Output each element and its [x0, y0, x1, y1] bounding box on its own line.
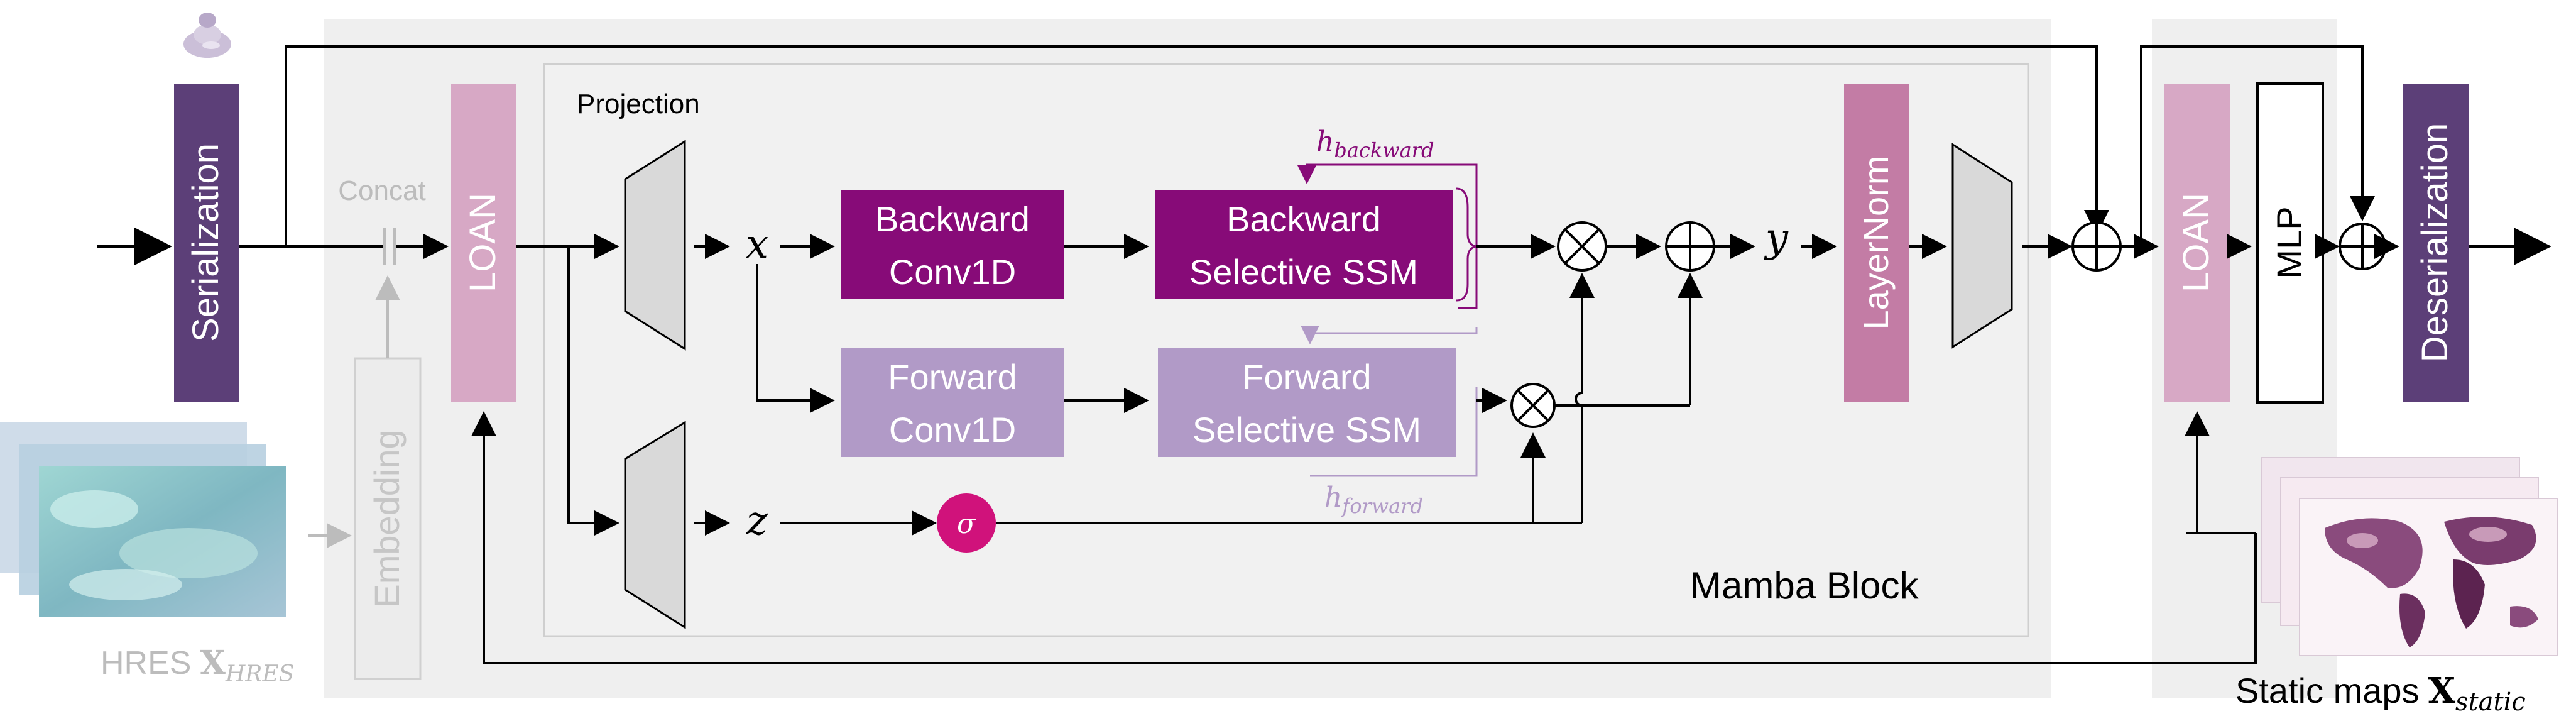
output-projection-trapezoid — [1951, 143, 2013, 349]
sigma-gate — [937, 493, 996, 553]
h-backward-label: hbackward — [1316, 126, 1434, 162]
var-z: z — [746, 498, 768, 544]
forward-ssm-line1: Forward — [1242, 357, 1371, 397]
deserialization-block — [2403, 84, 2469, 402]
deserialization-label: Deserialization — [2415, 123, 2455, 362]
add-op — [1665, 221, 1715, 272]
backward-conv1d-line2: Conv1D — [889, 252, 1016, 292]
forward-conv1d-line1: Forward — [888, 357, 1017, 397]
backward-ssm-line2: Selective SSM — [1189, 252, 1418, 292]
loan-right-label: LOAN — [2176, 193, 2217, 292]
embedding-label: Embedding — [367, 429, 407, 607]
h-forward-label: hforward — [1324, 482, 1423, 518]
projection-z-trapezoid — [624, 421, 686, 629]
loan-left-label: LOAN — [462, 193, 503, 292]
sigma-label: σ — [957, 508, 977, 540]
loan-right-block — [2164, 84, 2230, 402]
backward-ssm-line1: Backward — [1226, 199, 1381, 239]
loan-left-block — [451, 84, 516, 402]
backward-conv1d-line1: Backward — [875, 199, 1030, 239]
final-add-op — [2339, 223, 2386, 270]
layernorm-label: LayerNorm — [1856, 156, 1896, 330]
serialization-glyph-icon — [183, 13, 231, 58]
concat-label: Concat — [338, 175, 425, 206]
mlp-block — [2256, 82, 2324, 404]
forward-conv1d-line2: Conv1D — [889, 410, 1016, 449]
forward-ssm-block — [1158, 348, 1456, 457]
backward-conv1d-block — [841, 190, 1064, 299]
projection-x-trapezoid — [624, 140, 686, 351]
residual-add-op — [2071, 221, 2122, 272]
layernorm-block — [1844, 84, 1909, 402]
multiply-forward-op — [1510, 383, 1556, 428]
projection-label: Projection — [577, 89, 700, 119]
backward-ssm-block — [1155, 190, 1453, 299]
hres-satellite-image — [0, 422, 286, 617]
forward-ssm-line2: Selective SSM — [1192, 410, 1421, 449]
serialization-block — [174, 84, 239, 402]
static-world-map-image — [2261, 457, 2558, 656]
var-x: x — [746, 221, 768, 268]
serialization-label: Serialization — [185, 143, 226, 342]
multiply-backward-op — [1557, 221, 1607, 272]
mamba-block-label: Mamba Block — [1690, 564, 1919, 607]
mlp-label: MLP — [2269, 206, 2309, 278]
embedding-block — [354, 357, 422, 680]
var-y: y — [1764, 215, 1789, 261]
forward-conv1d-block — [841, 348, 1064, 457]
